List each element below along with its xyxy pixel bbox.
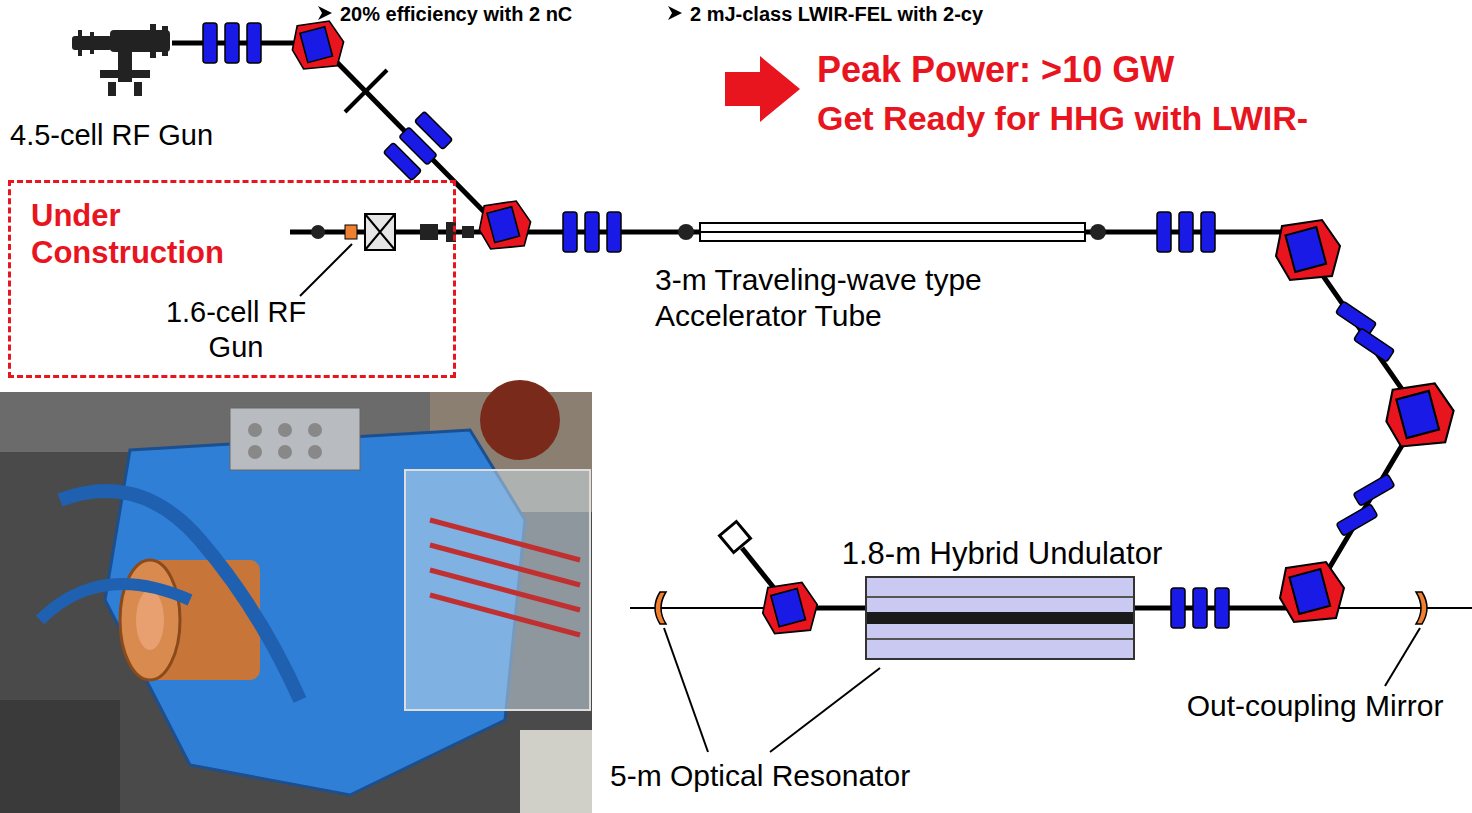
construction-region: Under Construction 1.6-cell RF Gun: [8, 180, 456, 378]
part-name: 1.8-m Hybrid Undulator: [837, 535, 1167, 572]
red-arrow: [725, 56, 800, 122]
undulator-line: [867, 596, 1133, 598]
undulator-box: 1.8-m Hybrid Undulator: [865, 576, 1135, 660]
undulator-gap: [867, 612, 1133, 624]
part-name: 1.6-cell RF Gun: [151, 295, 321, 365]
part-name: Out-coupling Mirror: [1170, 688, 1460, 724]
accelerator-tube: [678, 223, 1106, 241]
rf-gun-photo: [0, 380, 592, 813]
status-text: Under Construction: [31, 197, 281, 271]
undulator-line: [867, 638, 1133, 640]
note-text: 20% efficiency with 2 nC: [340, 2, 572, 26]
leader-lines: [300, 244, 1420, 752]
beam-dump: [720, 522, 751, 553]
highlight-text: Get Ready for HHG with LWIR-: [817, 98, 1308, 139]
part-name: 5-m Optical Resonator: [610, 758, 910, 794]
gun-icon: [72, 24, 170, 96]
gun-parts: [311, 214, 474, 250]
part-name: 4.5-cell RF Gun: [10, 118, 213, 153]
note-text: 2 mJ-class LWIR-FEL with 2-cy: [690, 2, 983, 26]
highlight-text: Peak Power: >10 GW: [817, 48, 1174, 91]
beam-slit: [345, 70, 387, 112]
part-name: 3-m Traveling-wave type Accelerator Tube: [655, 262, 1125, 334]
